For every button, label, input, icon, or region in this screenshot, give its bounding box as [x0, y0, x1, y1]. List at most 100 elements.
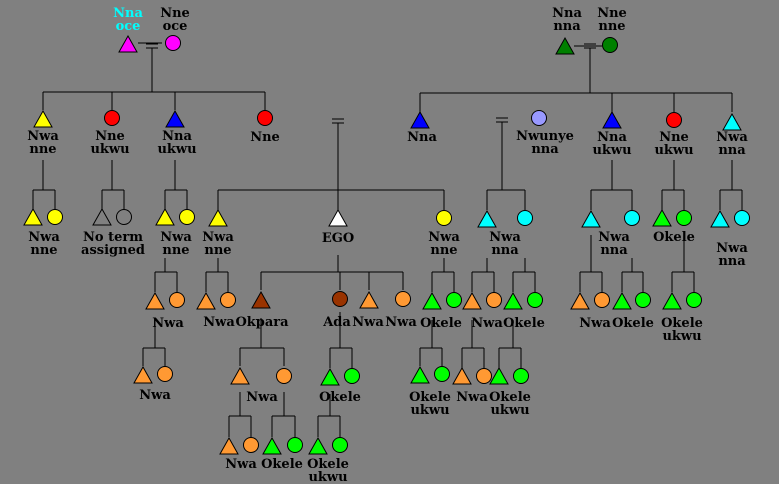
female-circle [243, 437, 259, 453]
male-triangle [710, 209, 730, 228]
male-triangle [359, 290, 379, 309]
kin-label-line: Nna [597, 130, 627, 145]
female-circle [686, 292, 702, 308]
kin-label-line: Nwa [202, 230, 234, 245]
kin-label-okele_4: Okele [612, 316, 654, 331]
male-triangle [320, 367, 340, 386]
female-circle [734, 210, 750, 226]
kin-label-line: Nna [407, 130, 437, 145]
kin-label-line: Nwunye [516, 129, 574, 144]
kin-label-line: Nwa [152, 316, 184, 331]
male-triangle [570, 291, 590, 310]
kin-label-line: Nwa [139, 388, 171, 403]
kin-label-line: Nwa [598, 230, 630, 245]
kin-label-line: Okpara [235, 315, 289, 330]
kin-label-ada: Ada [322, 315, 351, 330]
kin-label-line: ukwu [592, 143, 631, 158]
male-triangle [652, 208, 672, 227]
female-circle [395, 291, 411, 307]
kin-label-nwa_7: Nwa [139, 388, 171, 403]
female-circle [332, 437, 348, 453]
female-circle [47, 209, 63, 225]
male-triangle [662, 291, 682, 310]
female-circle [179, 209, 195, 225]
mother-circle [257, 110, 273, 126]
female-circle [169, 292, 185, 308]
kin-label-line: assigned [81, 243, 145, 258]
male-triangle [462, 291, 482, 310]
kin-label-line: oce [163, 19, 188, 34]
kin-label-line: Okele [420, 316, 462, 331]
kin-label-line: oce [116, 19, 141, 34]
kin-label-line: nne [598, 19, 625, 34]
daughter-circle [332, 291, 348, 307]
female-circle [517, 210, 533, 226]
kin-label-line: Nne [95, 129, 125, 144]
fathers-sibling-triangle [722, 112, 742, 131]
female-circle [446, 292, 462, 308]
male-triangle [410, 365, 430, 384]
female-circle [594, 292, 610, 308]
kin-label-line: Nwa [27, 129, 59, 144]
female-circle [527, 292, 543, 308]
kin-label-line: nna [553, 19, 581, 34]
male-triangle [581, 209, 601, 228]
female-circle [116, 209, 132, 225]
fathers-brother-triangle [602, 110, 622, 129]
male-triangle [219, 436, 239, 455]
female-circle [513, 368, 529, 384]
female-circle [220, 292, 236, 308]
kin-label-line: Nna [113, 6, 143, 21]
male-triangle [503, 291, 523, 310]
kin-label-line: nna [491, 243, 519, 258]
kin-label-line: Nwa [28, 230, 60, 245]
kin-label-okele_1: Okele [653, 230, 695, 245]
kin-label-line: Nwa [352, 315, 384, 330]
female-circle [157, 366, 173, 382]
kin-label-line: Nna [162, 129, 192, 144]
kin-label-line: ukwu [157, 142, 196, 157]
kin-label-line: Nwa [579, 316, 611, 331]
kin-label-nwa_6: Nwa [579, 316, 611, 331]
kin-label-line: Nne [597, 6, 627, 21]
male-triangle [145, 291, 165, 310]
kin-label-line: Okele [489, 390, 531, 405]
male-triangle [133, 365, 153, 384]
kin-label-nwa_8: Nwa [246, 390, 278, 405]
mothers-sister-circle [104, 110, 120, 126]
kin-label-line: No term [83, 230, 143, 245]
female-circle [276, 368, 292, 384]
kin-label-line: Okele [503, 316, 545, 331]
kin-label-line: nna [718, 143, 746, 158]
half-sibling-triangle [208, 208, 228, 227]
kin-label-okele_3: Okele [503, 316, 545, 331]
male-triangle [489, 366, 509, 385]
male-triangle [196, 291, 216, 310]
kin-label-line: Okele [661, 316, 703, 331]
kin-label-line: nne [30, 243, 57, 258]
kin-label-line: nna [531, 142, 559, 157]
kin-label-okele_2: Okele [420, 316, 462, 331]
kin-label-line: Nwa [456, 390, 488, 405]
male-triangle [452, 366, 472, 385]
kin-label-nwa_4: Nwa [385, 315, 417, 330]
male-triangle [477, 209, 497, 228]
male-triangle [230, 366, 250, 385]
kin-label-okele_6: Okele [261, 457, 303, 472]
kin-label-line: Okele [653, 230, 695, 245]
